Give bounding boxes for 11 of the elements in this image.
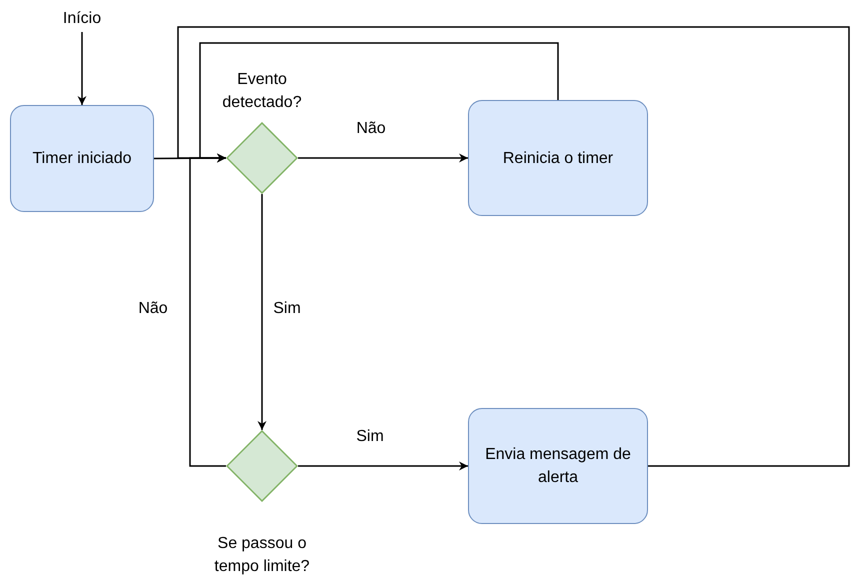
start-label: Início	[50, 6, 114, 32]
decision-label: Evento detectado?	[221, 70, 303, 113]
arrow	[298, 462, 468, 470]
process-box: Envia mensagem de alerta	[468, 408, 648, 524]
process-box: Reinicia o timer	[468, 100, 648, 216]
arrow	[78, 32, 86, 105]
arrow	[177, 26, 850, 467]
arrow	[258, 194, 266, 430]
process-box: Timer iniciado	[10, 105, 154, 212]
decision-label: Se passou o tempo limite?	[213, 534, 311, 577]
arrow	[298, 154, 468, 162]
